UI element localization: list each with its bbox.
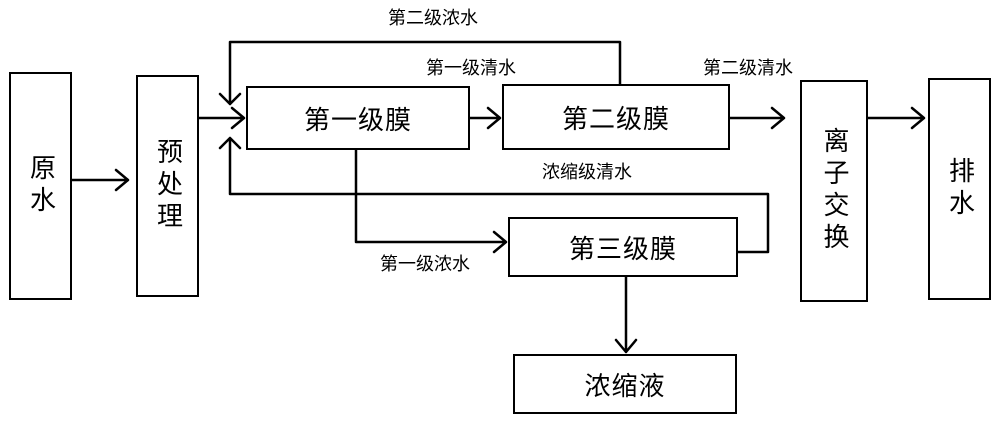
label-stage2-concentrate: 第二级浓水	[388, 8, 478, 29]
membrane-2-label: 第二级膜	[561, 104, 670, 135]
discharge-box: 排水	[928, 78, 991, 300]
ion-exchange-box: 离子交换	[800, 80, 868, 302]
label-stage1-permeate: 第一级清水	[426, 58, 516, 79]
arrow-ion-exchange-to-discharge	[866, 106, 926, 130]
loop-stage2-concentrate	[218, 40, 622, 106]
membrane-3-box: 第三级膜	[508, 217, 738, 277]
arrow-stage1-concentrate-to-membrane-3	[354, 148, 508, 254]
membrane-1-label: 第一级膜	[303, 105, 412, 136]
pretreatment-box: 预处理	[136, 75, 199, 297]
membrane-2-box: 第二级膜	[502, 84, 730, 150]
arrow-membrane-2-to-ion-exchange	[728, 106, 786, 130]
concentrate-box: 浓缩液	[513, 354, 737, 414]
raw-water-box: 原水	[9, 72, 72, 300]
arrow-raw-to-pretreatment	[70, 168, 130, 192]
pretreatment-label: 预处理	[152, 138, 183, 234]
label-concentrate-permeate: 浓缩级清水	[542, 162, 632, 183]
raw-water-label: 原水	[25, 154, 56, 218]
concentrate-label: 浓缩液	[584, 371, 666, 402]
arrow-membrane-3-to-concentrate	[614, 274, 638, 354]
membrane-3-label: 第三级膜	[568, 234, 677, 265]
arrow-pretreatment-to-membrane-1	[196, 106, 246, 130]
membrane-1-box: 第一级膜	[246, 86, 470, 150]
label-stage1-concentrate: 第一级浓水	[380, 254, 470, 275]
ion-exchange-label: 离子交换	[819, 127, 849, 255]
label-stage2-permeate: 第二级清水	[703, 58, 793, 79]
discharge-label: 排水	[944, 157, 975, 221]
arrow-membrane-1-to-membrane-2	[468, 106, 502, 130]
loop-concentrate-permeate	[218, 136, 770, 254]
